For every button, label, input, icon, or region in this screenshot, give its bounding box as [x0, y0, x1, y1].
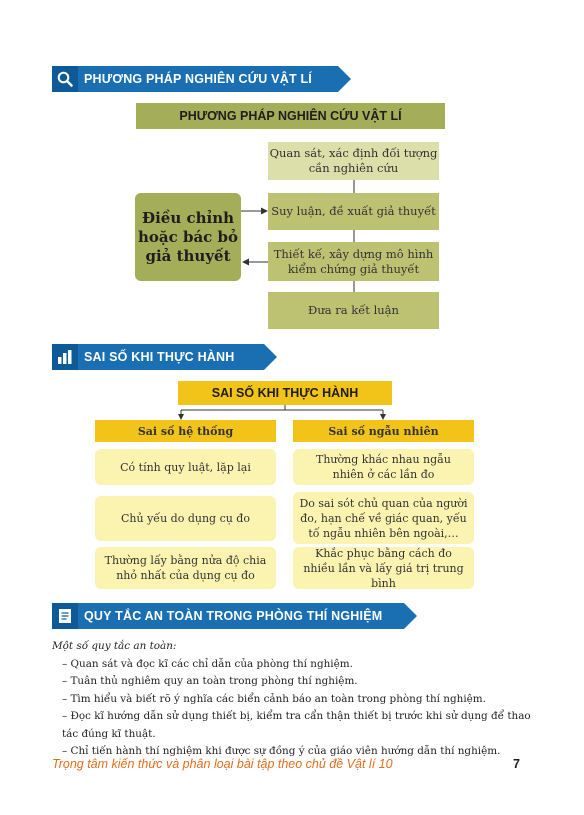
random-card-3: Khắc phục bằng cách đo nhiều lần và lấy … — [293, 547, 474, 590]
rule-item: – Quan sát và đọc kĩ các chỉ dẫn của phò… — [62, 657, 353, 670]
safety-rules: Một số quy tắc an toàn: – Quan sát và đọ… — [52, 638, 542, 761]
rule-item: – Chỉ tiến hành thí nghiệm khi được sự đ… — [62, 745, 501, 757]
systematic-error-header: Sai số hệ thống — [95, 420, 276, 442]
step-conclude: Đưa ra kết luận — [268, 292, 439, 329]
section-banner-research: PHƯƠNG PHÁP NGHIÊN CỨU VẬT LÍ — [52, 66, 351, 92]
random-card-2: Do sai sót chủ quan của người đo, hạn ch… — [293, 492, 474, 544]
rules-intro: Một số quy tắc an toàn: — [52, 640, 177, 652]
footer-book-title: Trọng tâm kiến thức và phân loại bài tập… — [52, 757, 393, 771]
systematic-card-1: Có tính quy luật, lặp lại — [95, 449, 276, 485]
diagram-title: PHƯƠNG PHÁP NGHIÊN CỨU VẬT LÍ — [136, 103, 445, 129]
rule-item: – Tuân thủ nghiêm quy an toàn trong phòn… — [62, 675, 358, 687]
adjust-hypothesis-box: Điều chỉnh hoặc bác bỏ giả thuyết — [135, 193, 241, 281]
banner-title: PHƯƠNG PHÁP NGHIÊN CỨU VẬT LÍ — [84, 72, 312, 86]
section-banner-errors: SAI SỐ KHI THỰC HÀNH — [52, 344, 277, 370]
rule-item: – Tìm hiểu và biết rõ ý nghĩa các biển c… — [62, 692, 486, 705]
step-observe: Quan sát, xác định đối tượng cần nghiên … — [268, 142, 439, 180]
step-verify: Thiết kế, xây dựng mô hình kiểm chứng gi… — [268, 242, 439, 281]
banner-title: SAI SỐ KHI THỰC HÀNH — [84, 350, 235, 364]
bar-chart-icon — [52, 344, 78, 370]
rule-item: – Đọc kĩ hướng dẫn sử dụng thiết bị, kiể… — [62, 710, 531, 740]
errors-title: SAI SỐ KHI THỰC HÀNH — [178, 381, 392, 405]
systematic-card-2: Chủ yếu do dụng cụ đo — [95, 496, 276, 541]
random-error-header: Sai số ngẫu nhiên — [293, 420, 474, 442]
document-icon — [52, 603, 78, 629]
banner-title: QUY TẮC AN TOÀN TRONG PHÒNG THÍ NGHIỆM — [84, 609, 383, 623]
systematic-card-3: Thường lấy bằng nửa độ chia nhỏ nhất của… — [95, 547, 276, 589]
step-hypothesis: Suy luận, đề xuất giả thuyết — [268, 193, 439, 230]
random-card-1: Thường khác nhau ngẫu nhiên ở các lần đo — [293, 449, 474, 485]
search-icon — [52, 66, 78, 92]
page-number: 7 — [513, 757, 520, 771]
banner-shape — [52, 66, 351, 92]
banner-shape — [52, 344, 277, 370]
section-banner-safety: QUY TẮC AN TOÀN TRONG PHÒNG THÍ NGHIỆM — [52, 603, 417, 629]
